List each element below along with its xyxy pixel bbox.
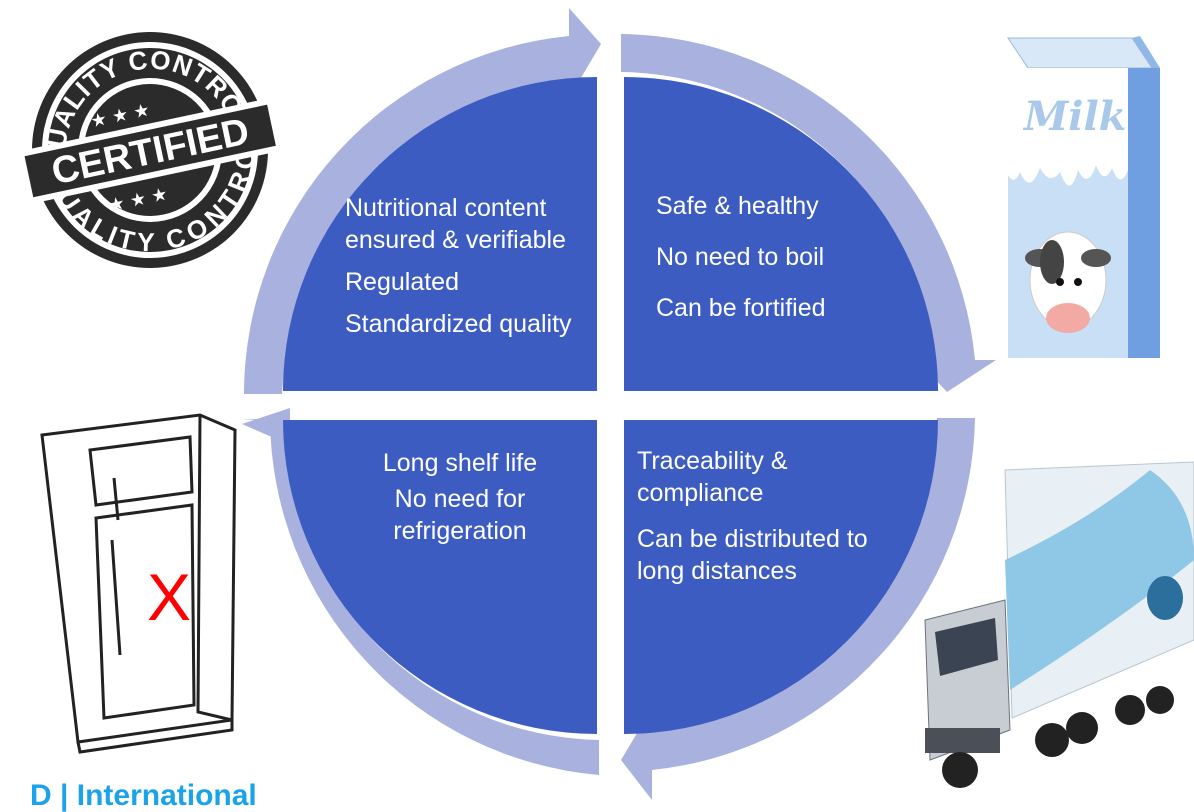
arrow-top-left (244, 8, 601, 394)
footer-logo-text: D | International (30, 779, 257, 812)
cycle-arrows (242, 8, 996, 800)
benefit-long-distance-distribution: Can be distributed to long distances (637, 525, 868, 585)
benefit-safe-healthy: Safe & healthy (656, 192, 819, 220)
arrow-bottom-left (242, 418, 599, 775)
benefit-nutritional-content: Nutritional content ensured & verifiable (345, 194, 566, 254)
quadrant-top-right (624, 77, 938, 391)
arrow-top-right (621, 34, 996, 392)
benefit-can-be-fortified: Can be fortified (656, 294, 826, 322)
quadrant-bottom-right (624, 420, 938, 734)
quadrant-top-left (283, 77, 597, 391)
delivery-truck-icon (924, 461, 1194, 788)
benefit-traceability: Traceability & compliance (637, 447, 788, 507)
benefit-regulated: Regulated (345, 268, 459, 296)
fridge-x-mark: X (147, 560, 191, 634)
quadrant-top-left-text: Nutritional content ensured & verifiable… (345, 192, 600, 350)
quadrant-bottom-left (283, 420, 597, 734)
quadrant-top-right-text: Safe & healthy No need to boil Can be fo… (656, 190, 886, 343)
quality-control-seal-icon: QUALITY CONTROL QUALITY CONTROL ★ ★ ★ ★ … (17, 24, 283, 278)
milk-label: Milk (1022, 93, 1126, 140)
arrow-bottom-left-head (242, 408, 290, 445)
quadrant-bottom-right-text: Traceability & compliance Can be distrib… (637, 445, 897, 601)
benefit-no-refrigeration: No need for refrigeration (393, 485, 527, 545)
benefit-no-need-to-boil: No need to boil (656, 243, 825, 271)
milk-carton-icon: Milk (1007, 36, 1160, 358)
quadrant-bottom-left-text: Long shelf life No need for refrigeratio… (345, 447, 575, 551)
benefit-long-shelf-life: Long shelf life (382, 449, 538, 477)
quadrants (283, 77, 938, 734)
refrigerator-icon (40, 413, 237, 754)
benefit-standardized-quality: Standardized quality (345, 310, 572, 338)
